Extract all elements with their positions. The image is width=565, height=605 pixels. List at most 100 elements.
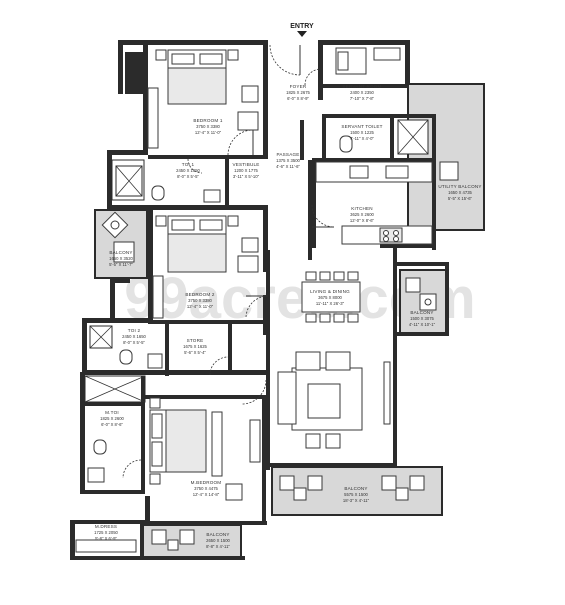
svg-text:1825 X 2600: 1825 X 2600 [100,416,124,421]
balcony-chairs-icon [279,475,425,501]
svg-text:1375 X 3500: 1375 X 3500 [276,158,300,163]
svg-text:1725 X 2050: 1725 X 2050 [94,530,118,535]
room-label-balcony-bottom-left: BALCONY 2650 X 1500 8'-8" X 4'-11" [206,532,230,549]
svg-text:1650 X 4735: 1650 X 4735 [448,190,472,195]
svg-text:M.TOI: M.TOI [105,410,119,415]
svg-text:8'-0" X 5'-5": 8'-0" X 5'-5" [123,340,145,345]
svg-text:8'-0" X 5'-5": 8'-0" X 5'-5" [177,174,199,179]
svg-text:5'-8" X 6'-9": 5'-8" X 6'-9" [95,536,117,541]
svg-text:3750 X 4475: 3750 X 4475 [194,486,218,491]
room-label-store: STORE 1675 X 1625 5'-6" X 5'-4" [183,338,207,355]
svg-text:FOYER: FOYER [290,84,307,89]
kitchen-counter-icon [315,161,433,245]
svg-text:6'-0" X 8'-9": 6'-0" X 8'-9" [287,96,309,101]
svg-text:12'-0" X 8'-6": 12'-0" X 8'-6" [350,218,375,223]
room-label-balcony-bottom: BALCONY 5575 X 1500 18'-3" X 4'-11" [343,486,370,503]
svg-text:2450 X 1650: 2450 X 1650 [176,168,200,173]
svg-text:12'-4" X 14'-8": 12'-4" X 14'-8" [193,492,220,497]
sink-icon [203,189,221,203]
master-door [241,379,267,405]
svg-text:5575 X 1500: 5575 X 1500 [344,492,368,497]
servant-bed-icon [335,47,401,75]
toilet-icon [339,135,353,153]
balcony-chairs-icon [405,277,437,311]
svg-text:TOI 1: TOI 1 [182,162,195,167]
svg-text:TOI 2: TOI 2 [128,328,141,333]
svg-text:1500 X 1225: 1500 X 1225 [350,130,374,135]
room-label-toilet-1: TOI 1 2450 X 1650 8'-0" X 5'-5" [176,162,200,179]
svg-text:1675 X 1625: 1675 X 1625 [183,344,207,349]
toilet-icon [93,439,107,455]
svg-text:BALCONY: BALCONY [344,486,367,491]
sink-icon [147,353,163,369]
store-door [209,356,229,376]
svg-text:1825 X 2675: 1825 X 2675 [286,90,310,95]
room-label-bedroom-2: BEDROOM 2 3750 X 3380 12'-4" X 11'-0" [185,292,215,309]
mtoilet-door [122,459,142,479]
room-label-foyer: FOYER 1825 X 2675 6'-0" X 8'-9" [286,84,310,101]
svg-text:1500 X 3075: 1500 X 3075 [410,316,434,321]
svg-text:1650 X 3520: 1650 X 3520 [109,256,133,261]
bed-icon [149,397,207,485]
wardrobe-icon [147,87,159,149]
room-label-living-dining: LIVING & DINING 3675 X 8000 11'-11" X 26… [310,289,350,306]
svg-text:SERVANT ROOM: SERVANT ROOM [342,84,381,89]
svg-text:BALCONY: BALCONY [410,310,433,315]
room-label-servant-room: SERVANT ROOM 2400 X 2350 7'-10" X 7'-8" [342,84,381,101]
servant-door [304,68,322,86]
svg-text:12'-4" X 11'-0": 12'-4" X 11'-0" [195,130,222,135]
svg-text:M.BEDROOM: M.BEDROOM [191,480,222,485]
svg-text:3675 X 8000: 3675 X 8000 [318,295,342,300]
svg-text:11'-11" X 26'-3": 11'-11" X 26'-3" [316,301,345,306]
furniture [75,47,459,553]
svg-text:18'-3" X 4'-11": 18'-3" X 4'-11" [343,498,370,503]
svg-text:BEDROOM 2: BEDROOM 2 [185,292,215,297]
svg-text:STORE: STORE [187,338,204,343]
svg-text:8'-8" X 4'-11": 8'-8" X 4'-11" [206,544,230,549]
svg-text:5'-6" X 5'-4": 5'-6" X 5'-4" [184,350,206,355]
svg-text:VESTIBULE: VESTIBULE [232,162,259,167]
svg-text:UTILITY BALCONY: UTILITY BALCONY [438,184,481,189]
dining-table-icon [301,271,361,323]
room-label-balcony-right: BALCONY 1500 X 3075 4'-11" X 10'-1" [409,310,436,327]
bedroom1-door [227,129,254,156]
svg-text:3625 X 2600: 3625 X 2600 [350,212,374,217]
chair-icon [237,237,259,273]
washing-machine-icon [439,161,459,181]
svg-text:SERVANT TOILET: SERVANT TOILET [341,124,382,129]
chair-icon [237,85,259,131]
svg-text:6'-0" X 8'-6": 6'-0" X 8'-6" [101,422,123,427]
svg-text:4'-6" X 11'-6": 4'-6" X 11'-6" [276,164,300,169]
wardrobe-icon [75,539,137,553]
room-label-master-dress: M.DRESS 1725 X 2050 5'-8" X 6'-9" [94,524,118,541]
svg-text:LIVING & DINING: LIVING & DINING [310,289,350,294]
bed-icon [155,215,239,273]
svg-text:4'-11" X 4'-0": 4'-11" X 4'-0" [350,136,374,141]
sink-icon [87,467,105,483]
svg-text:12'-4" X 11'-0": 12'-4" X 11'-0" [187,304,214,309]
entry-label: ENTRY [290,23,314,30]
svg-text:5'-5" X 15'-6": 5'-5" X 15'-6" [448,196,473,201]
svg-text:BALCONY: BALCONY [109,250,132,255]
room-label-kitchen: KITCHEN 3625 X 2600 12'-0" X 8'-6" [350,206,375,223]
balcony-chairs-icon [101,211,135,263]
room-label-vestibule: VESTIBULE 1200 X 1775 3'-11" X 5'-10" [232,162,259,179]
room-label-servant-toilet: SERVANT TOILET 1500 X 1225 4'-11" X 4'-0… [341,124,382,141]
svg-text:1200 X 1775: 1200 X 1775 [234,168,258,173]
toilet1-door [187,158,203,174]
svg-text:7'-10" X 7'-8": 7'-10" X 7'-8" [350,96,375,101]
doors [122,44,335,479]
svg-text:PASSAGE: PASSAGE [276,152,299,157]
svg-text:2400 X 2350: 2400 X 2350 [350,90,374,95]
room-label-toilet-2: TOI 2 2450 X 1650 8'-0" X 5'-5" [122,328,146,345]
room-label-master-bedroom: M.BEDROOM 3750 X 4475 12'-4" X 14'-8" [191,480,222,497]
sofa-set-icon [277,351,391,449]
entry-marker: ENTRY [290,23,314,37]
svg-text:2650 X 1500: 2650 X 1500 [206,538,230,543]
svg-text:3750 X 3380: 3750 X 3380 [188,298,212,303]
svg-text:M.DRESS: M.DRESS [95,524,117,529]
toilet-icon [119,349,133,365]
room-label-utility-balcony: UTILITY BALCONY 1650 X 4735 5'-5" X 15'-… [438,184,481,201]
room-label-master-toilet: M.TOI 1825 X 2600 6'-0" X 8'-6" [100,410,124,427]
